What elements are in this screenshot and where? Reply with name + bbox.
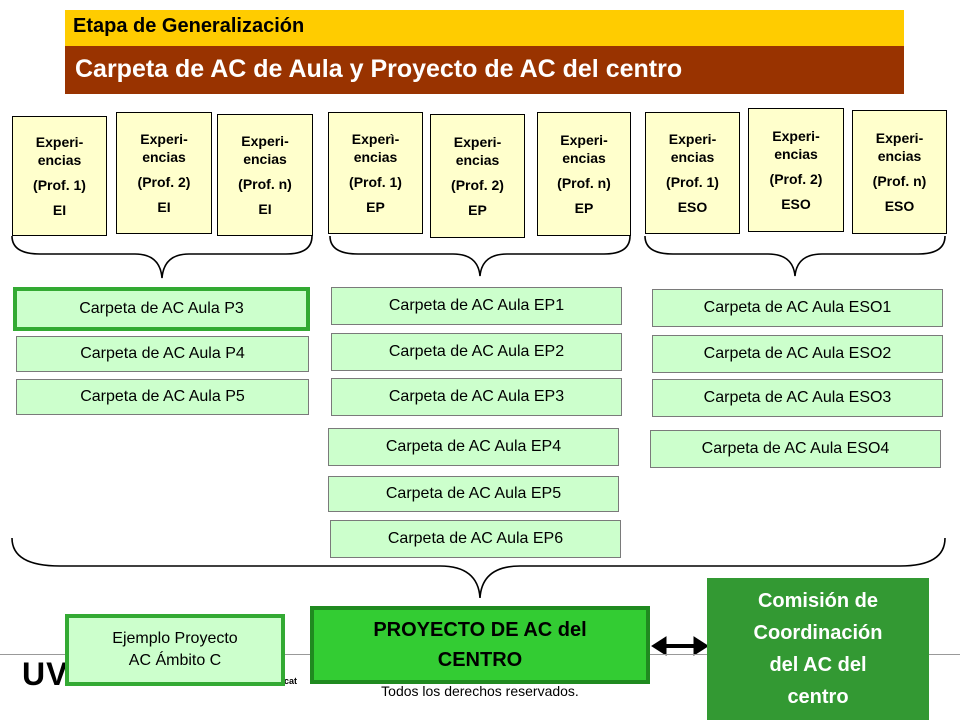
- card-line2: encias: [37, 152, 82, 168]
- experience-card-eso-2: Experi- encias (Prof. 2) ESO: [748, 108, 844, 232]
- brace-ei: [11, 235, 313, 279]
- card-prof: (Prof. n): [557, 175, 611, 191]
- folder-ep-5: Carpeta de AC Aula EP5: [328, 476, 619, 512]
- folder-ep-3: Carpeta de AC Aula EP3: [331, 378, 622, 416]
- card-line1: Experi-: [875, 130, 924, 146]
- card-level: EI: [258, 201, 272, 217]
- project-line2: CENTRO: [437, 649, 523, 671]
- brace-eso: [644, 235, 946, 277]
- card-line1: Experi-: [453, 134, 502, 150]
- card-line1: Experi-: [241, 133, 289, 149]
- page-title: Carpeta de AC de Aula y Proyecto de AC d…: [65, 46, 904, 94]
- commission-line3: del AC del: [769, 654, 867, 676]
- folder-ep-6: Carpeta de AC Aula EP6: [330, 520, 621, 558]
- card-line1: Experì-: [351, 131, 400, 147]
- card-level: EP: [574, 200, 594, 216]
- card-prof: (Prof. n): [238, 176, 292, 192]
- card-prof: (Prof. 2): [451, 177, 504, 193]
- card-prof: (Prof. 1): [349, 174, 402, 190]
- project-line1: PROYECTO DE AC del: [373, 619, 587, 641]
- experience-card-ei-2: Experi- encias (Prof. 2) EI: [116, 112, 212, 234]
- card-line2: encias: [243, 151, 287, 167]
- card-prof: (Prof. 1): [666, 174, 719, 190]
- folder-eso-3: Carpeta de AC Aula ESO3: [652, 379, 943, 417]
- folder-ep-2: Carpeta de AC Aula EP2: [331, 333, 622, 371]
- card-line1: Experi-: [560, 132, 608, 148]
- card-level: EP: [366, 199, 385, 215]
- card-prof: (Prof. 2): [769, 171, 823, 187]
- folder-eso-1: Carpeta de AC Aula ESO1: [652, 289, 943, 327]
- card-line1: Experi-: [140, 131, 188, 147]
- card-line2: encias: [670, 149, 715, 165]
- stage-banner: Etapa de Generalización: [65, 10, 904, 46]
- commission-line1: Comisión de: [757, 590, 878, 612]
- folder-ep-4: Carpeta de AC Aula EP4: [328, 428, 619, 466]
- card-level: ESO: [781, 196, 811, 212]
- card-line2: encias: [455, 152, 500, 168]
- card-prof: (Prof. 2): [137, 174, 191, 190]
- experience-card-ep-2: Experi- encias (Prof. 2) EP: [430, 114, 525, 238]
- card-line2: encias: [353, 149, 398, 165]
- double-arrow-icon: [651, 636, 709, 656]
- folder-ei-p5: Carpeta de AC Aula P5: [16, 379, 309, 415]
- card-level: ESO: [677, 199, 708, 215]
- card-prof: (Prof. n): [872, 173, 927, 189]
- card-level: ESO: [884, 198, 915, 214]
- experience-card-ei-1: Experi- encias (Prof. 1) EI: [12, 116, 107, 236]
- footer-fragment: cat: [284, 676, 298, 686]
- card-line1: Experi-: [35, 134, 84, 150]
- university-logo: UV: [22, 656, 69, 692]
- card-line2: encias: [774, 146, 818, 162]
- folder-ei-p3: Carpeta de AC Aula P3: [13, 287, 310, 331]
- coordination-commission-box: Comisión de Coordinación del AC del cent…: [707, 578, 929, 720]
- rights-notice: Todos los derechos reservados.: [381, 683, 579, 699]
- experience-card-eso-1: Experi- encias (Prof. 1) ESO: [645, 112, 740, 234]
- card-line2: encias: [562, 150, 606, 166]
- folder-eso-2: Carpeta de AC Aula ESO2: [652, 335, 943, 373]
- card-line2: encias: [142, 149, 186, 165]
- card-line1: Experi-: [668, 131, 717, 147]
- experience-card-eso-n: Experi- encias (Prof. n) ESO: [852, 110, 947, 234]
- brace-ep: [329, 235, 631, 277]
- center-project-box: PROYECTO DE AC del CENTRO: [310, 606, 650, 684]
- experience-card-ep-1: Experì- encias (Prof. 1) EP: [328, 112, 423, 234]
- experience-card-ep-n: Experi- encias (Prof. n) EP: [537, 112, 631, 236]
- brace-all: [11, 537, 946, 599]
- card-level: EI: [157, 199, 171, 215]
- experience-card-ei-n: Experi- encias (Prof. n) EI: [217, 114, 313, 236]
- example-line2: AC Ámbito C: [128, 652, 222, 669]
- folder-eso-4: Carpeta de AC Aula ESO4: [650, 430, 941, 468]
- card-line2: encias: [877, 148, 922, 164]
- card-level: EI: [52, 202, 67, 218]
- card-level: EP: [468, 202, 487, 218]
- commission-line2: Coordinación: [753, 622, 883, 644]
- example-project-box: Ejemplo Proyecto AC Ámbito C: [65, 614, 285, 686]
- folder-ei-p4: Carpeta de AC Aula P4: [16, 336, 309, 372]
- example-line1: Ejemplo Proyecto: [112, 630, 238, 647]
- card-line1: Experi-: [772, 128, 820, 144]
- folder-ep-1: Carpeta de AC Aula EP1: [331, 287, 622, 325]
- commission-line4: centro: [787, 686, 849, 708]
- card-prof: (Prof. 1): [33, 177, 86, 193]
